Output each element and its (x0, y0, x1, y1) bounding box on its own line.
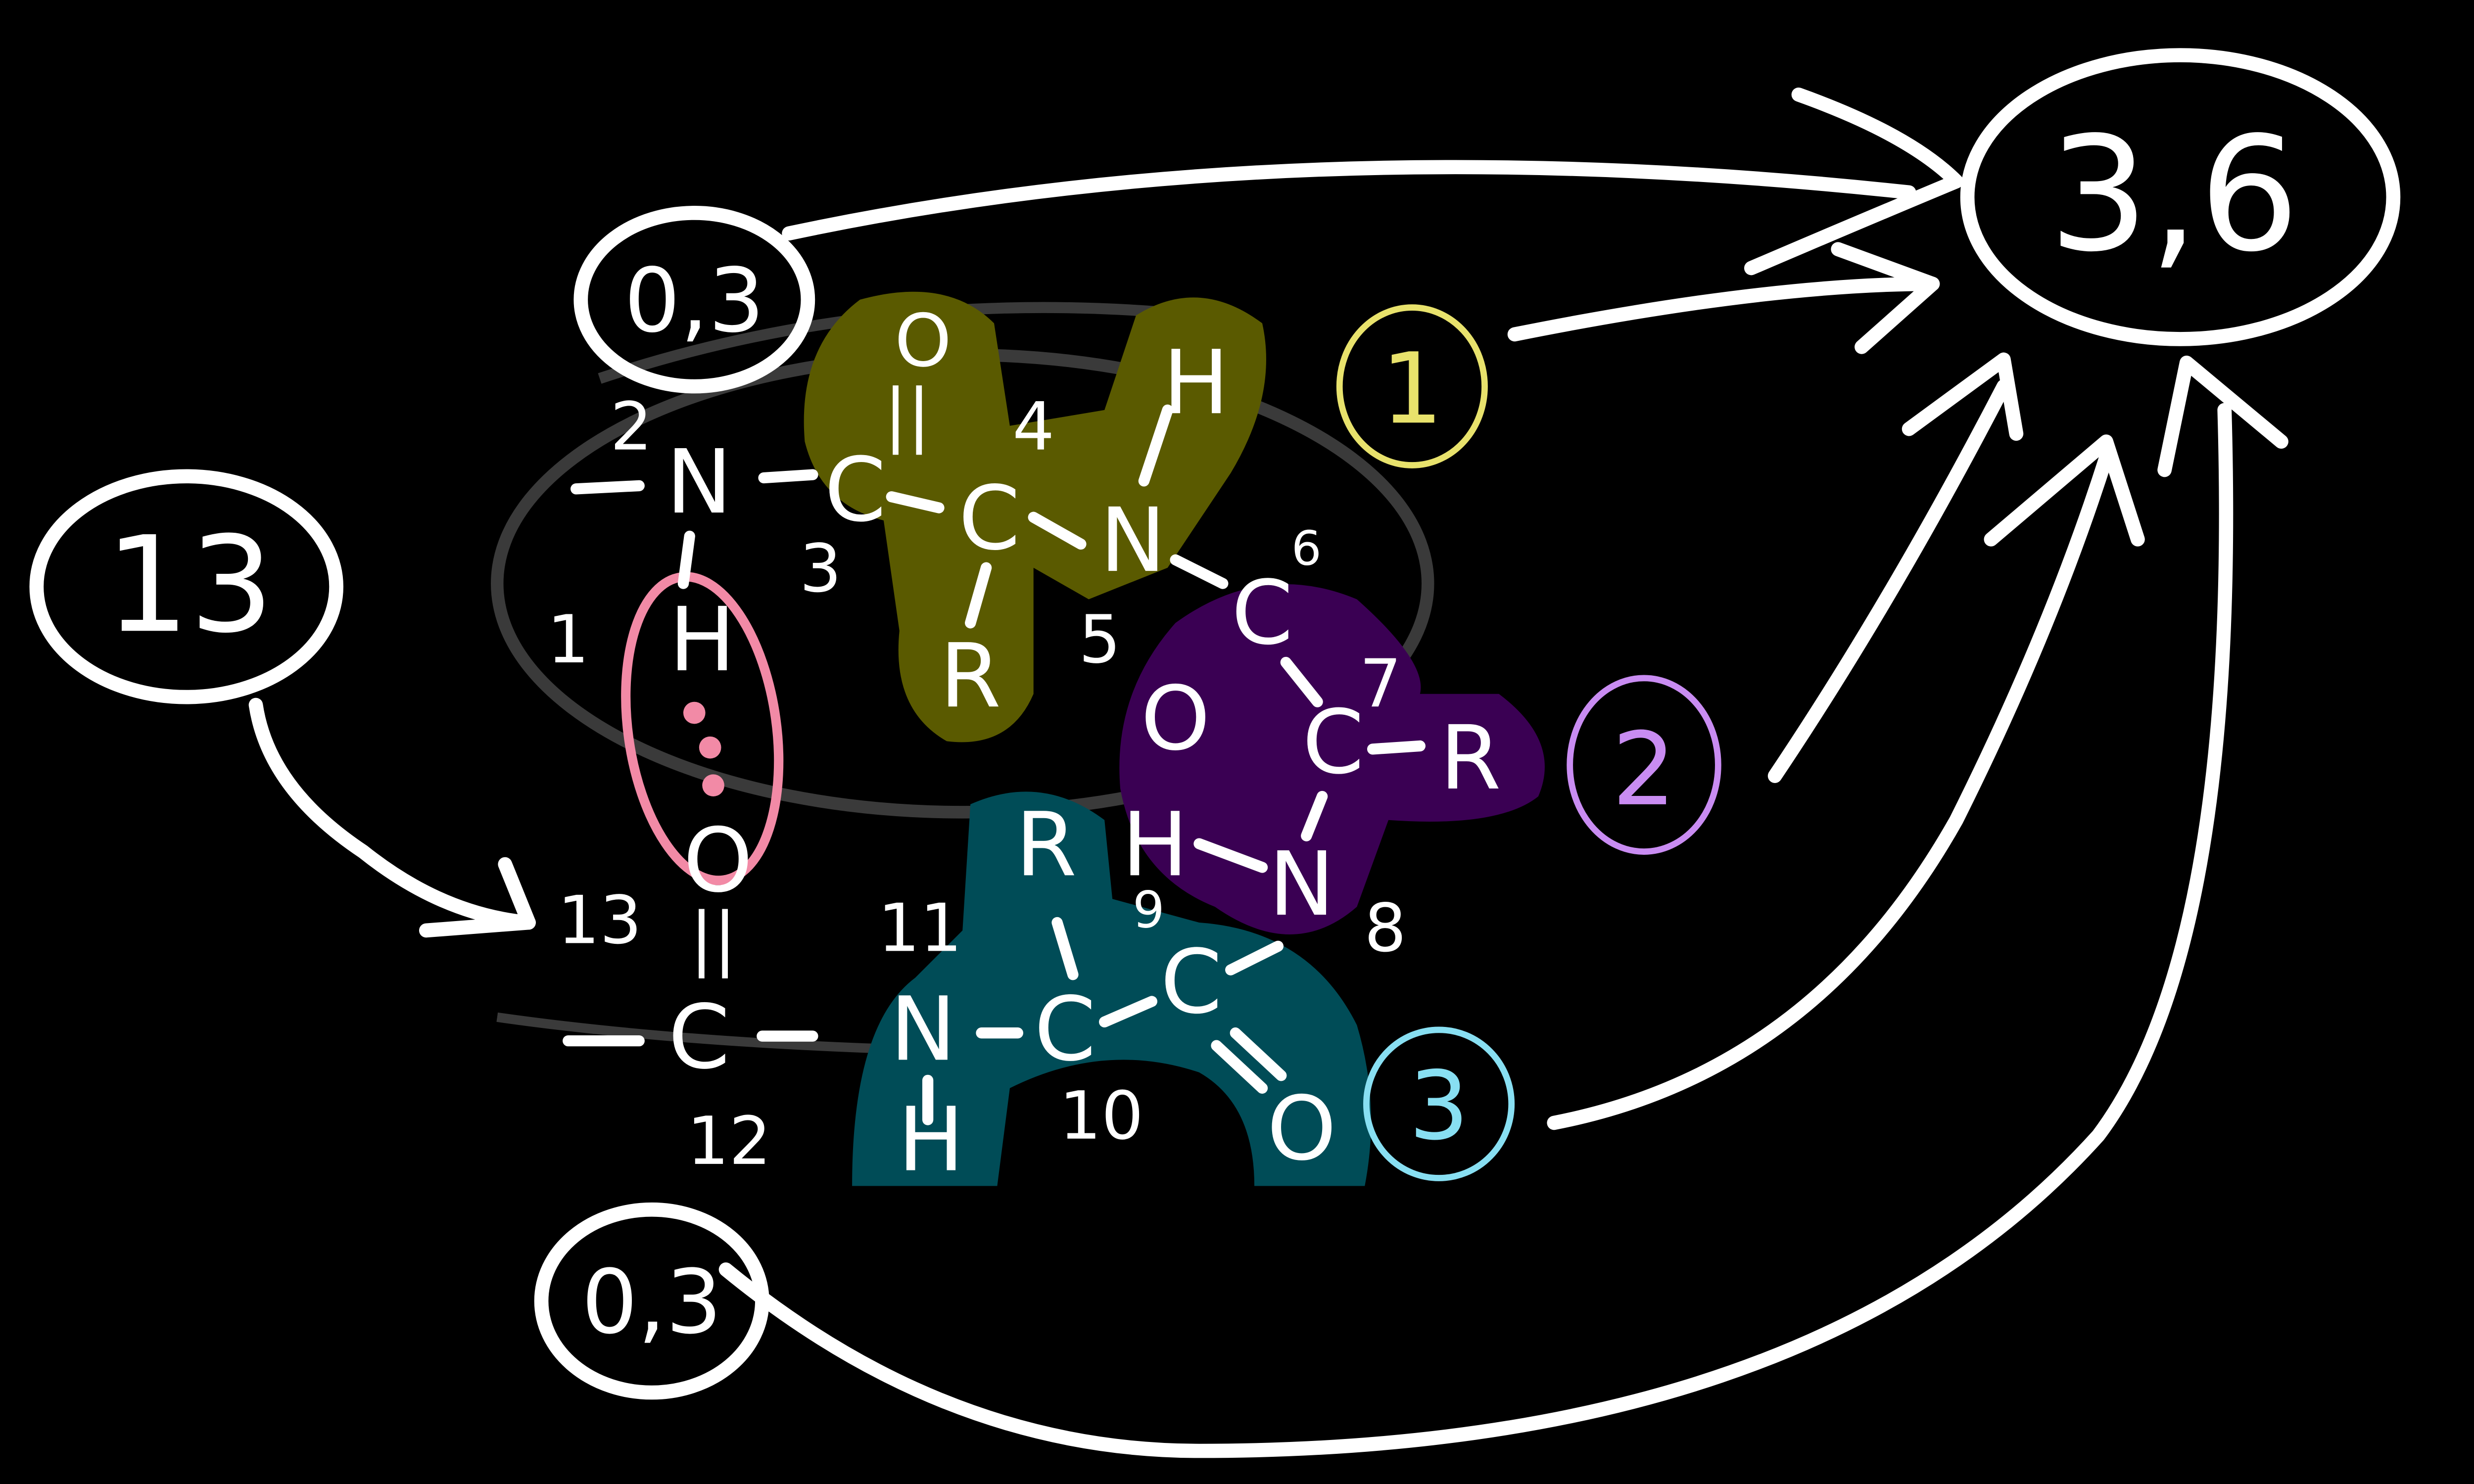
bond (758, 469, 818, 484)
bond (571, 480, 645, 495)
arrowhead-2 (1831, 242, 1940, 354)
bond (1230, 1027, 1287, 1081)
arrowhead-6 (419, 857, 536, 938)
bond (965, 562, 992, 629)
num-7: 7 (1360, 645, 1402, 722)
double-bond-left: || (690, 898, 737, 979)
arrow-bottom-to-result (718, 403, 2234, 1458)
atom-c-carbonyl: C (824, 439, 886, 542)
num-13: 13 (558, 881, 642, 959)
bond (1138, 404, 1173, 487)
num-11: 11 (878, 889, 962, 967)
num-4: 4 (1012, 388, 1054, 465)
circle-three (1363, 1026, 1515, 1181)
atom-h8: H (1122, 793, 1188, 896)
label-result: 3,6 (2048, 103, 2299, 287)
arrow-one-to-result (1507, 277, 1940, 342)
num-8: 8 (1364, 889, 1406, 967)
bond (1280, 656, 1323, 707)
arrowhead-4 (1984, 434, 2145, 547)
purple-blob (1119, 584, 1545, 934)
label-top-left: 0,3 (624, 250, 764, 353)
double-bond-top: || (884, 374, 931, 455)
arrow-left-to-13 (248, 697, 536, 930)
atom-c6: C (1232, 562, 1293, 665)
atom-r7: R (1440, 707, 1501, 810)
atom-c10: C (1034, 978, 1096, 1081)
label-two: 2 (1612, 711, 1676, 829)
num-9: 9 (1133, 881, 1165, 940)
teal-blob (852, 791, 1371, 1186)
grey-baseline (496, 1012, 884, 1054)
label-three: 3 (1409, 1051, 1469, 1161)
circle-one (1336, 304, 1488, 468)
bond (1211, 1040, 1268, 1094)
num-6: 6 (1291, 520, 1322, 576)
atom-c13: C (668, 986, 730, 1089)
atom-n1: N (666, 431, 732, 534)
bond (1225, 940, 1284, 975)
atom-r-top: R (940, 625, 1001, 728)
num-5: 5 (1079, 601, 1121, 678)
atom-c9: C (1160, 931, 1222, 1034)
atom-c-alpha: C (958, 467, 1020, 570)
hbond-dot-3 (702, 774, 724, 796)
bond (1028, 511, 1087, 550)
atom-n-top: N (1100, 489, 1166, 592)
bond (1051, 917, 1079, 980)
atom-o10: O (1267, 1077, 1336, 1180)
atom-o6: O (1141, 667, 1210, 770)
hbond-dot-1 (683, 701, 706, 724)
circle-result (1960, 48, 2401, 346)
num-1: 1 (547, 601, 589, 678)
circle-left (29, 469, 343, 704)
bond (1170, 554, 1229, 589)
atom-o-left: O (683, 809, 753, 912)
arrowhead-5 (2157, 355, 2288, 477)
num-12: 12 (687, 1103, 771, 1180)
bond (1367, 740, 1426, 755)
num-3: 3 (800, 530, 842, 607)
bond (886, 491, 945, 513)
bond (1301, 790, 1328, 841)
arrow-top-left-to-result (782, 160, 1916, 241)
bond (677, 530, 695, 589)
arrowhead-3 (1902, 352, 2024, 441)
atom-o-top: O (895, 299, 952, 383)
arrowhead-1 (1744, 87, 1964, 276)
atom-h-left: H (669, 589, 735, 692)
atom-n8: N (1269, 833, 1335, 936)
arrow-three-to-result (1547, 450, 2113, 1130)
circle-top-left (573, 206, 815, 394)
atom-h-top: H (1163, 331, 1229, 434)
atom-c7: C (1302, 691, 1364, 794)
atom-n11: N (890, 978, 956, 1081)
atom-r-teal: R (1015, 793, 1077, 896)
hbond-dot-2 (699, 736, 721, 759)
label-left: 13 (105, 508, 274, 662)
bond (1099, 996, 1158, 1028)
arrow-two-to-result (1767, 379, 2011, 783)
num-2: 2 (610, 388, 652, 465)
label-bottom-left: 0,3 (581, 1251, 722, 1354)
atom-h11: H (898, 1089, 964, 1192)
bond (1193, 838, 1268, 873)
label-one: 1 (1381, 332, 1443, 446)
num-10: 10 (1059, 1077, 1143, 1155)
circle-two (1567, 675, 1721, 855)
